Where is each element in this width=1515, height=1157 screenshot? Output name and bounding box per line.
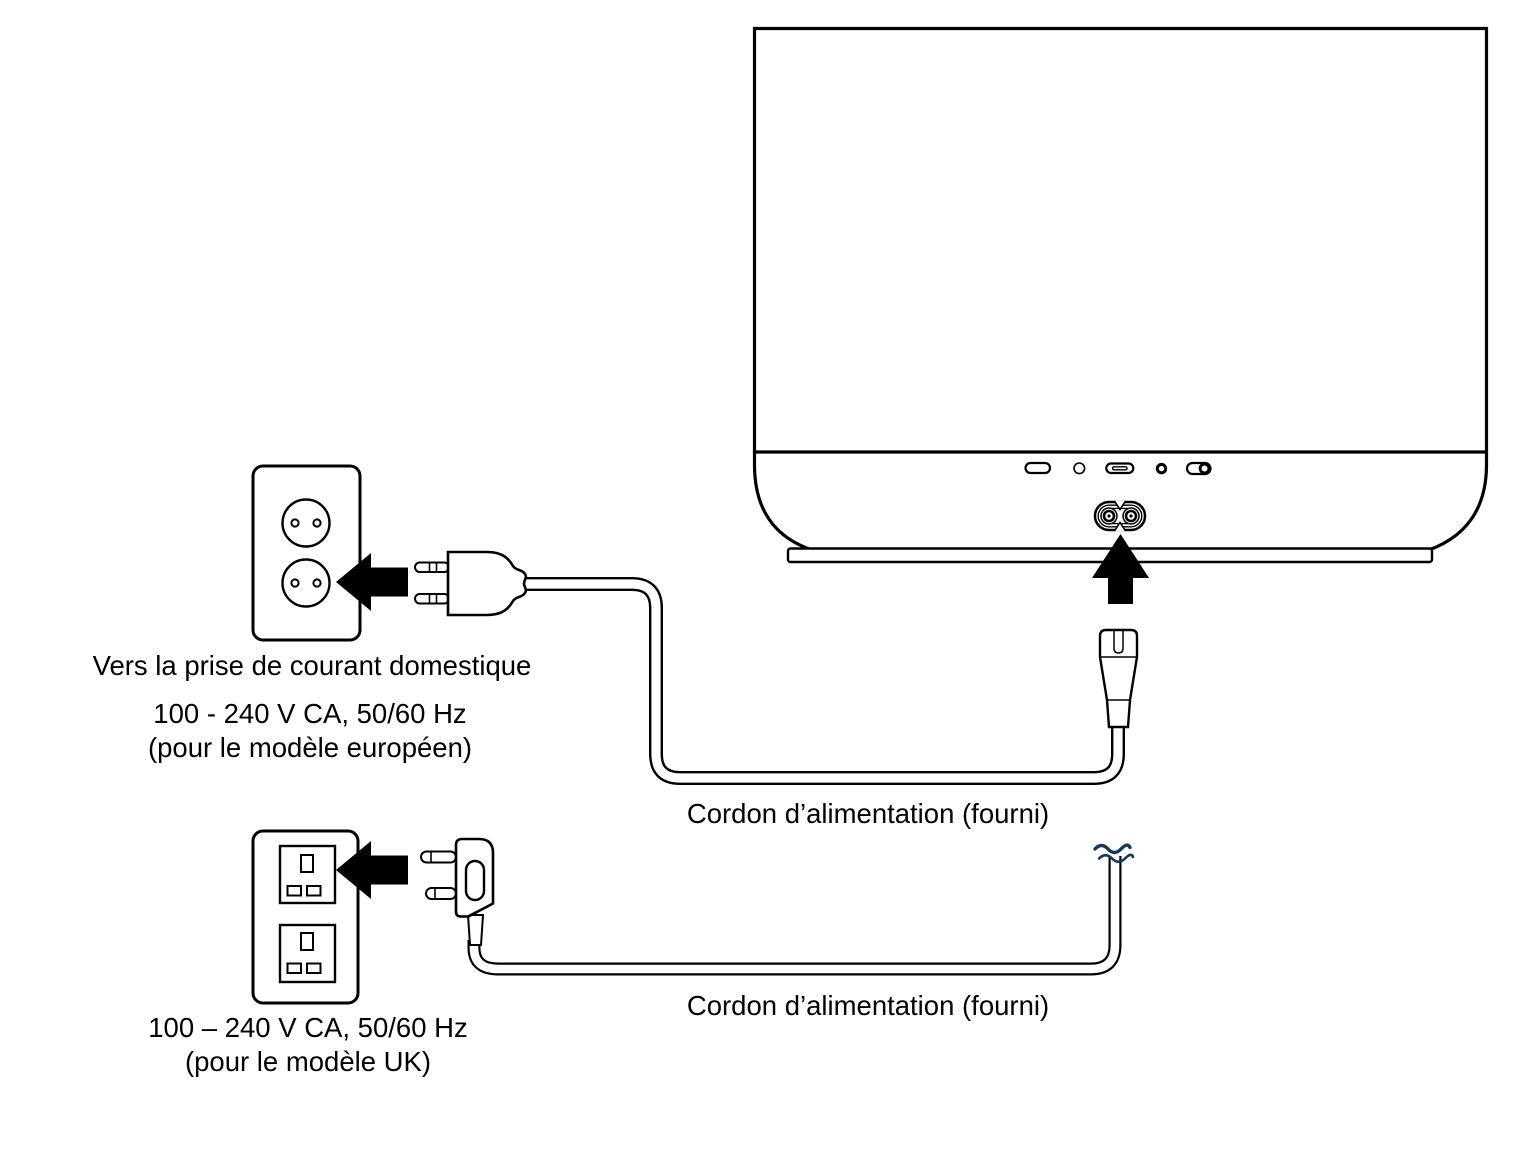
eu-spec-block: 100 - 240 V CA, 50/60 Hz (pour le modèle… [60,697,560,765]
uk-plug-icon [420,837,495,946]
uk-spec-block: 100 – 240 V CA, 50/60 Hz (pour le modèle… [58,1011,558,1079]
eu-wall-socket-icon [251,464,362,642]
eu-socket-caption: Vers la prise de courant domestique [92,650,532,681]
pill-port-icon [1024,461,1052,475]
c7-ac-inlet-icon [1093,500,1147,532]
eu-cord-label: Cordon d’alimentation (fourni) [686,798,1050,829]
round-port-icon [1073,462,1086,475]
rear-ports-row [1024,461,1212,476]
device-cabinet [752,26,1489,564]
eu-model-note: (pour le modèle européen) [147,732,473,763]
uk-plug-neck [466,914,485,946]
eu-voltage: 100 - 240 V CA, 50/60 Hz [153,698,467,729]
uk-model-note: (pour le modèle UK) [184,1046,432,1077]
europlug-body [446,550,528,617]
switch-icon [1185,461,1212,476]
uk-cord-label: Cordon d’alimentation (fourni) [686,990,1050,1021]
arrow-left-icon-uk [336,841,408,899]
uk-wall-socket-icon [251,829,360,1005]
europlug-icon [414,550,528,617]
slot-port-icon [1105,462,1135,475]
device-back-panel [752,26,1489,452]
uk-power-cord [467,856,1122,976]
uk-voltage: 100 – 240 V CA, 50/60 Hz [148,1012,468,1043]
uk-plug-slot [464,859,486,902]
switch-knob-icon [1198,462,1211,475]
arrow-up-icon [1092,534,1149,604]
slot-port-inner [1111,466,1128,471]
europlug-pins [414,561,450,605]
cable-break-icon [1093,843,1135,864]
uk-plug-pins [420,850,457,900]
c7-connector-plug [1098,628,1139,729]
arrow-left-icon-eu [336,553,408,611]
dot-port-icon [1155,462,1168,475]
eu-power-cord [524,577,1125,785]
